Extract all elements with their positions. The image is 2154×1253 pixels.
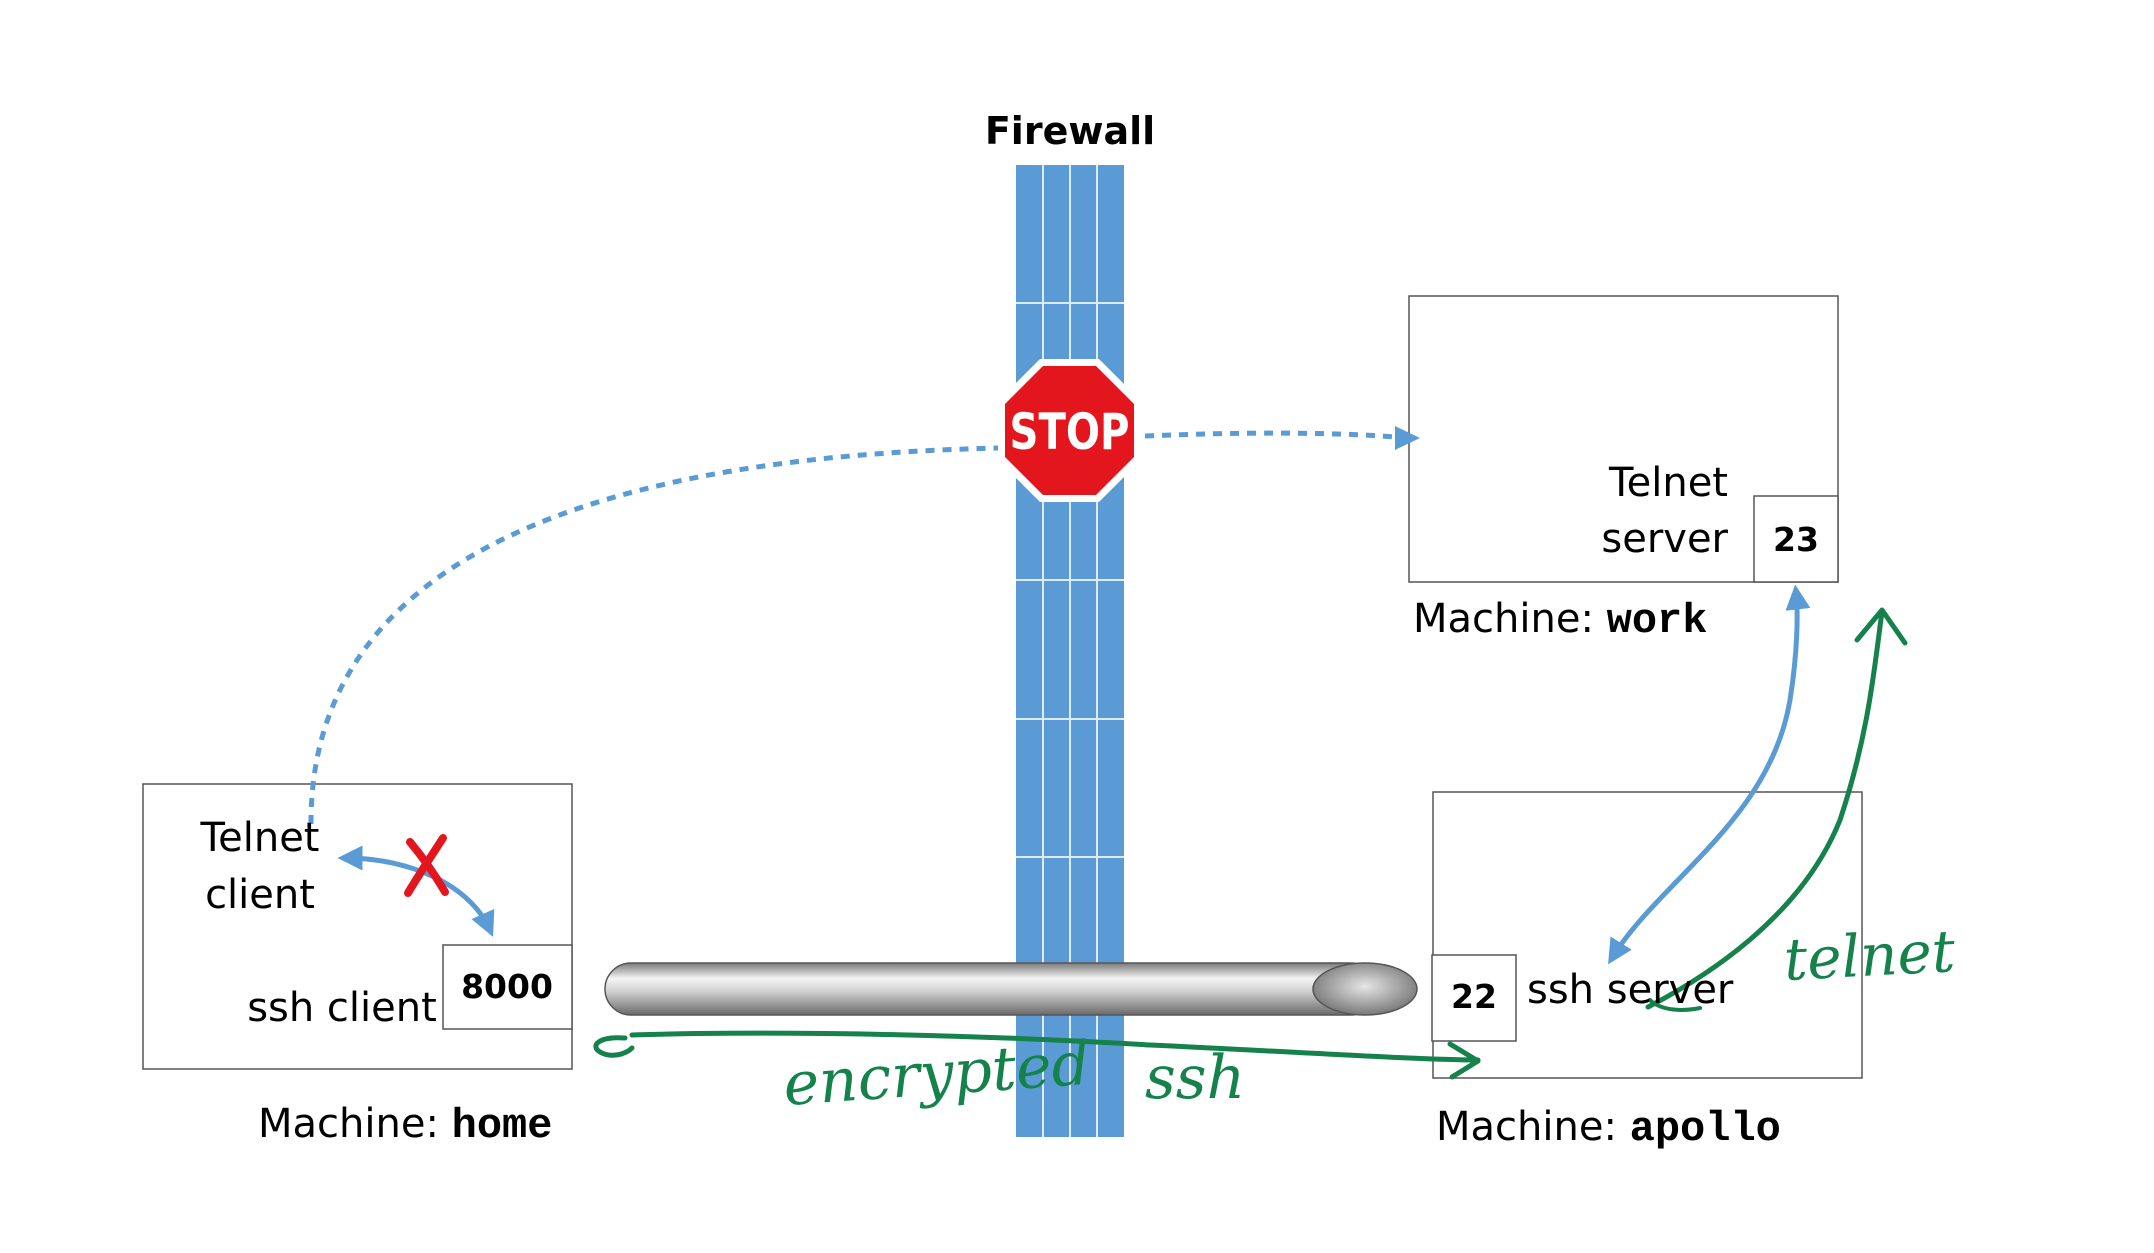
port-8000-box <box>442 944 573 1030</box>
machine-work-label: Machine: work <box>1413 596 1707 645</box>
arrowhead-to-work <box>1395 426 1420 450</box>
annotation-ssh: ssh <box>1145 1043 1245 1113</box>
port-23-box <box>1753 495 1839 583</box>
machine-apollo-label: Machine: apollo <box>1436 1104 1781 1153</box>
stop-sign: STOP <box>998 359 1141 502</box>
stop-sign-text: STOP <box>1010 403 1130 461</box>
work-telnet-label: Telnet <box>1608 460 1728 506</box>
home-client-label: client <box>205 872 315 918</box>
annotation-telnet: telnet <box>1782 917 1957 994</box>
green-telnet-arrowhead <box>1854 607 1908 646</box>
green-encrypted-ssh-arrow <box>629 1030 1481 1063</box>
ssh-tunnel-pipe <box>604 962 1418 1016</box>
firewall-label: Firewall <box>985 109 1155 153</box>
green-ssh-arrowhead <box>1447 1041 1481 1080</box>
green-telnet-arrow <box>1645 609 1885 1010</box>
work-server-label: server <box>1601 516 1728 562</box>
red-x-mark <box>404 834 449 897</box>
port-22-box <box>1431 954 1517 1042</box>
port-23-label: 23 <box>1773 520 1819 559</box>
home-ssh-client-label: ssh client <box>247 985 437 1031</box>
apollo-to-work-arrow <box>1608 584 1811 965</box>
apollo-ssh-server-label: ssh server <box>1527 967 1734 1013</box>
machine-home-box <box>142 783 573 1070</box>
home-telnet-label: Telnet <box>199 815 319 861</box>
port-22-label: 22 <box>1451 977 1497 1016</box>
blocked-telnet-path <box>308 445 1001 825</box>
machine-home-label: Machine: home <box>258 1101 552 1150</box>
port-8000-label: 8000 <box>461 967 553 1006</box>
telnet-path-to-work <box>1144 430 1396 440</box>
local-telnet-to-8000-arrow <box>337 845 495 937</box>
